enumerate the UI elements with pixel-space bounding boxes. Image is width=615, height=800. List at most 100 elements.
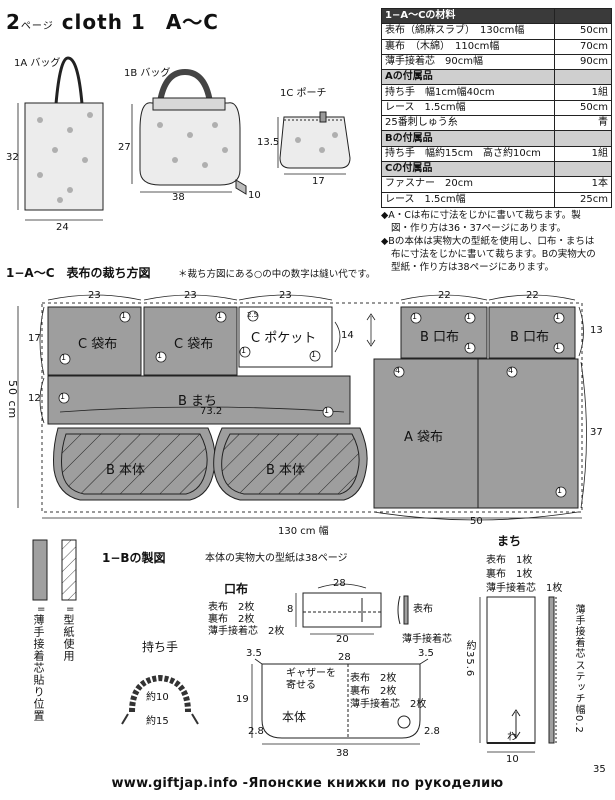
legend-interfacing-swatch: [32, 539, 48, 601]
dim-a-bag-height: 37: [590, 427, 603, 438]
pouch-c-width: 17: [312, 176, 325, 187]
label-c-pocket: C ポケット: [251, 331, 317, 346]
dim-fabric-width: 130 cm 幅: [278, 526, 329, 537]
legend-paper-swatch: [61, 539, 77, 601]
gusset-line-1: 表布 1枚: [486, 555, 533, 566]
gusset-length: 約35.6: [464, 640, 475, 678]
bag-a-label: 1A バッグ: [14, 58, 61, 69]
handle-width: 約10: [146, 692, 169, 703]
bag-b-height: 27: [118, 142, 131, 153]
label-b-gusset: B まち: [178, 394, 218, 409]
body-corner-right: 2.8: [424, 726, 440, 737]
allowance: 1: [466, 342, 472, 351]
label-b-body-1: B 本体: [106, 463, 146, 478]
body-top-right: 3.5: [418, 648, 434, 659]
cutting-note: ＊裁ち方図にある○の中の数字は縫い代です。: [178, 269, 376, 280]
material-amount: [554, 160, 612, 178]
dim-b-mouth-width-1: 22: [438, 290, 451, 301]
dim-c-bag-width-1: 23: [88, 290, 101, 301]
allowance: 1: [412, 312, 418, 321]
dim-gusset-height: 12: [28, 393, 41, 404]
allowance: 1: [121, 311, 127, 320]
bag-b-label: 1B バッグ: [124, 68, 171, 79]
material-name: 1−A〜Cの材料: [381, 7, 555, 25]
handle-height: 約15: [146, 716, 169, 727]
label-b-mouth-1: B 口布: [420, 330, 460, 345]
figure-title: 1−Bの製図: [102, 551, 166, 565]
note-line: ◆Bの本体は実物大の型紙を使用し、口布・まちは: [381, 236, 595, 247]
mouth-line-1: 表布 2枚: [208, 602, 255, 613]
materials-section-row: Cの付属品: [381, 160, 612, 178]
materials-notes: ◆A・Cは布に寸法をじかに書いて裁ちます。製 図・作り方は36・37ページにあり…: [381, 209, 613, 274]
label-c-bag-1: C 袋布: [78, 337, 118, 352]
mouth-line-2: 裏布 2枚: [208, 614, 255, 625]
materials-header-row: 1−A〜Cの材料: [381, 7, 612, 25]
page-header: 2ページ cloth 1 A〜C: [6, 6, 219, 35]
mouth-height: 8: [287, 604, 294, 615]
gusset-line-2: 裏布 1枚: [486, 569, 533, 580]
page-title: cloth 1: [61, 10, 146, 34]
material-name: レース 1.5cm幅: [381, 191, 555, 208]
pouch-c-illustration: [277, 111, 351, 175]
note-line: 図・作り方は36・37ページにあります。: [391, 223, 567, 234]
page-range: A〜C: [165, 10, 219, 34]
label-c-bag-2: C 袋布: [174, 337, 214, 352]
bag-a-illustration: [17, 56, 104, 221]
label-b-body-2: B 本体: [266, 463, 306, 478]
allowance: 1: [555, 342, 561, 351]
legend-paper-label: 型紙使用: [62, 614, 75, 662]
body-title: 本体: [282, 710, 307, 724]
cutting-title: 1−A〜C 表布の裁ち方図: [6, 266, 151, 280]
dim-c-pocket-width: 23: [279, 290, 292, 301]
note-line: 型紙・作り方は38ページにあります。: [391, 262, 554, 273]
svg-text:=: =: [66, 604, 74, 615]
material-name: Aの付属品: [381, 69, 555, 86]
materials-section-row: Aの付属品: [381, 69, 612, 86]
bag-a-height: 32: [6, 152, 19, 163]
gusset-line-3: 薄手接着芯 1枚: [486, 583, 563, 594]
legend-interfacing-text: 薄手接着芯: [32, 614, 45, 674]
gusset-stitch-label: ステッチ幅0.2: [573, 660, 584, 734]
bag-a-width: 24: [56, 222, 69, 233]
dim-c-bag-height: 17: [28, 333, 41, 344]
bag-b-illustration: [131, 68, 247, 195]
mouth-side-label-2: 薄手接着芯: [402, 634, 452, 645]
legend-interfacing-text-b: 貼り位置: [32, 674, 45, 722]
note-line: 布に寸法をじかに書いて裁ちます。Bの実物大の: [391, 249, 596, 260]
handle-title: 持ち手: [142, 640, 179, 654]
piece-a-bag: [373, 358, 579, 509]
figure-note: 本体の実物大の型紙は38ページ: [205, 553, 348, 564]
allowance: 1: [466, 312, 472, 321]
gusset-title: まち: [497, 534, 522, 548]
dim-c-pocket-height: 14: [341, 330, 354, 341]
body-top-width: 28: [338, 652, 351, 663]
material-amount: 1組: [554, 145, 612, 162]
page-number-ref: 2: [6, 10, 21, 34]
mouth-title: 口布: [224, 582, 249, 596]
dim-fabric-height: 50 cm: [6, 380, 19, 420]
mouth-width: 28: [333, 578, 346, 589]
body-width: 38: [336, 748, 349, 759]
allowance: 4: [508, 366, 514, 375]
allowance: 1: [61, 353, 67, 362]
bag-b-depth: 10: [248, 190, 261, 201]
allowance: 1: [157, 351, 163, 360]
allowance: 1: [324, 406, 330, 415]
label-a-bag: A 袋布: [404, 430, 444, 445]
note-line: ◆A・Cは布に寸法をじかに書いて裁ちます。製: [381, 210, 581, 221]
mouth-line-3: 薄手接着芯 2枚: [208, 626, 285, 637]
dim-b-mouth-width-2: 22: [526, 290, 539, 301]
allowance: 4: [395, 366, 401, 375]
dim-gusset-length: 73.2: [200, 406, 223, 417]
svg-text:=: =: [37, 604, 45, 615]
mouth-inner-width: 20: [336, 634, 349, 645]
body-gather-note: ギャザーを寄せる: [286, 668, 336, 691]
allowance: 1: [311, 350, 317, 359]
allowance: 1: [217, 311, 223, 320]
gusset-width: 10: [506, 754, 519, 765]
